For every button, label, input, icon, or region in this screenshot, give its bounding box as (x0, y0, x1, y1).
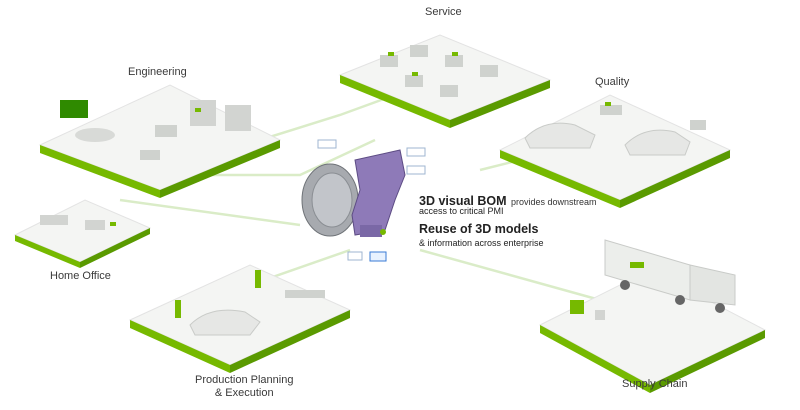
callout-reuse-text: & information across enterprise (419, 238, 544, 248)
callout-reuse-title: Reuse of 3D models (419, 222, 538, 236)
engineering-platform (40, 85, 280, 198)
service-platform (340, 35, 550, 128)
label-service: Service (425, 6, 462, 18)
label-home-office: Home Office (50, 270, 111, 282)
central-3d-part (302, 140, 425, 261)
label-engineering: Engineering (128, 66, 187, 78)
home-office-platform (15, 200, 150, 268)
label-production-line2: & Execution (195, 387, 293, 400)
supply-chain-platform (540, 240, 765, 393)
label-quality: Quality (595, 76, 629, 88)
label-production-line1: Production Planning (195, 374, 293, 387)
callout-bom-text-a: provides downstream (511, 197, 597, 207)
label-supply-chain: Supply Chain (622, 378, 687, 390)
production-platform (130, 265, 350, 373)
callout-bom-text-b: access to critical PMI (419, 206, 504, 216)
label-production: Production Planning & Execution (195, 374, 293, 400)
